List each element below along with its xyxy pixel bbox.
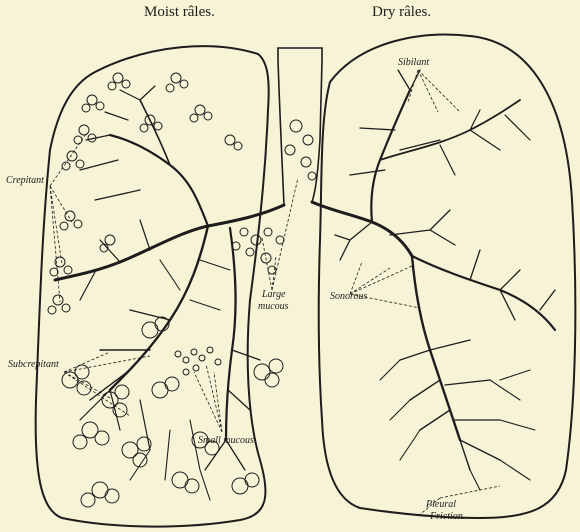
label-large: Large <box>262 290 286 300</box>
right-main-bronchus <box>312 202 412 256</box>
label-friction: Friction. <box>430 512 465 522</box>
label-sibilant: Sibilant <box>398 58 429 68</box>
left-lung-outline <box>36 46 269 526</box>
large-mucous-leaders <box>262 178 298 290</box>
small-mucous-leaders <box>194 364 222 432</box>
label-pleural: Pleural <box>426 500 456 510</box>
trachea <box>278 48 322 205</box>
sibilant-leaders <box>408 70 460 112</box>
label-crepitant: Crepitant <box>6 176 44 186</box>
label-mucous: mucous <box>258 302 289 312</box>
heading-moist-rales: Moist râles. <box>144 4 215 21</box>
left-main-bronchus <box>55 205 284 280</box>
heading-dry-rales: Dry râles. <box>372 4 431 21</box>
right-lung-outline <box>319 35 576 518</box>
label-small-mucous: Small mucous <box>198 436 254 446</box>
label-subcrepitant: Subcrepitant <box>8 360 59 370</box>
label-sonorous: Sonorous <box>330 292 367 302</box>
